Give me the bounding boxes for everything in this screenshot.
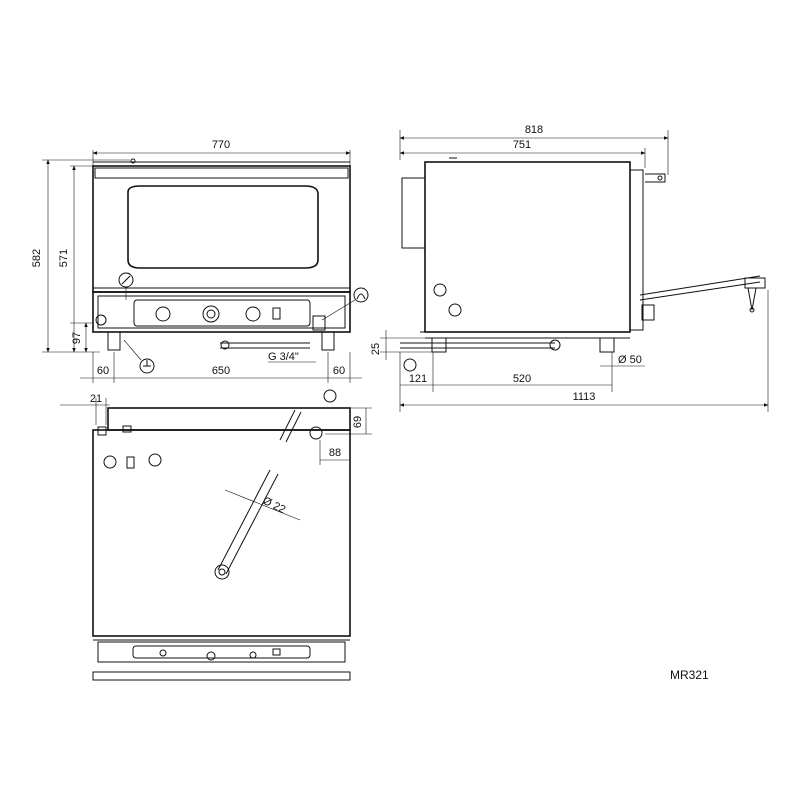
gas-connection-label: G 3/4" bbox=[268, 351, 299, 363]
dim-width-total: 770 bbox=[212, 139, 230, 151]
oven-body-top bbox=[92, 429, 351, 637]
dim-rear-offset: 69 bbox=[352, 416, 364, 428]
dim-depth-body: 751 bbox=[513, 139, 531, 151]
dim-depth-door-open: 1113 bbox=[573, 391, 596, 403]
dim-top-right-offset: 88 bbox=[329, 447, 341, 459]
front-view: 770 582 571 97 bbox=[31, 139, 369, 383]
foot-left bbox=[107, 331, 121, 351]
switch bbox=[272, 307, 281, 320]
side-foot-rear bbox=[599, 337, 615, 353]
knob-2 bbox=[202, 305, 220, 323]
oven-door bbox=[92, 165, 351, 293]
dim-right-offset: 60 bbox=[333, 365, 345, 377]
dim-height-total: 582 bbox=[31, 249, 43, 267]
gas-flame-icon bbox=[353, 287, 369, 303]
dim-height-body: 571 bbox=[58, 249, 70, 267]
top-view: 21 69 88 Ø 22 bbox=[60, 389, 372, 681]
side-view: 818 751 25 bbox=[370, 124, 769, 412]
dim-side-leg-height: 25 bbox=[370, 343, 382, 355]
foot-right bbox=[321, 331, 335, 351]
dim-depth-total: 818 bbox=[525, 124, 543, 136]
knob-3 bbox=[245, 306, 261, 322]
thermometer-icon bbox=[118, 272, 134, 288]
dim-diameter: Ø 50 bbox=[618, 354, 642, 366]
dim-leg-height: 97 bbox=[71, 332, 83, 344]
oven-window bbox=[127, 185, 319, 269]
dim-left-offset: 60 bbox=[97, 365, 109, 377]
dim-pipe-diameter: Ø 22 bbox=[261, 495, 288, 516]
dim-side-leg-span: 520 bbox=[513, 373, 531, 385]
dim-top-left-offset: 21 bbox=[90, 393, 102, 405]
oven-body-side bbox=[424, 161, 631, 333]
knob-1 bbox=[155, 306, 171, 322]
dim-front-leg-offset: 121 bbox=[409, 373, 427, 385]
control-panel bbox=[92, 291, 351, 333]
side-foot-front bbox=[431, 337, 447, 353]
dim-leg-span: 650 bbox=[212, 365, 230, 377]
ground-icon bbox=[139, 358, 155, 374]
drawing-code: MR321 bbox=[670, 668, 709, 682]
